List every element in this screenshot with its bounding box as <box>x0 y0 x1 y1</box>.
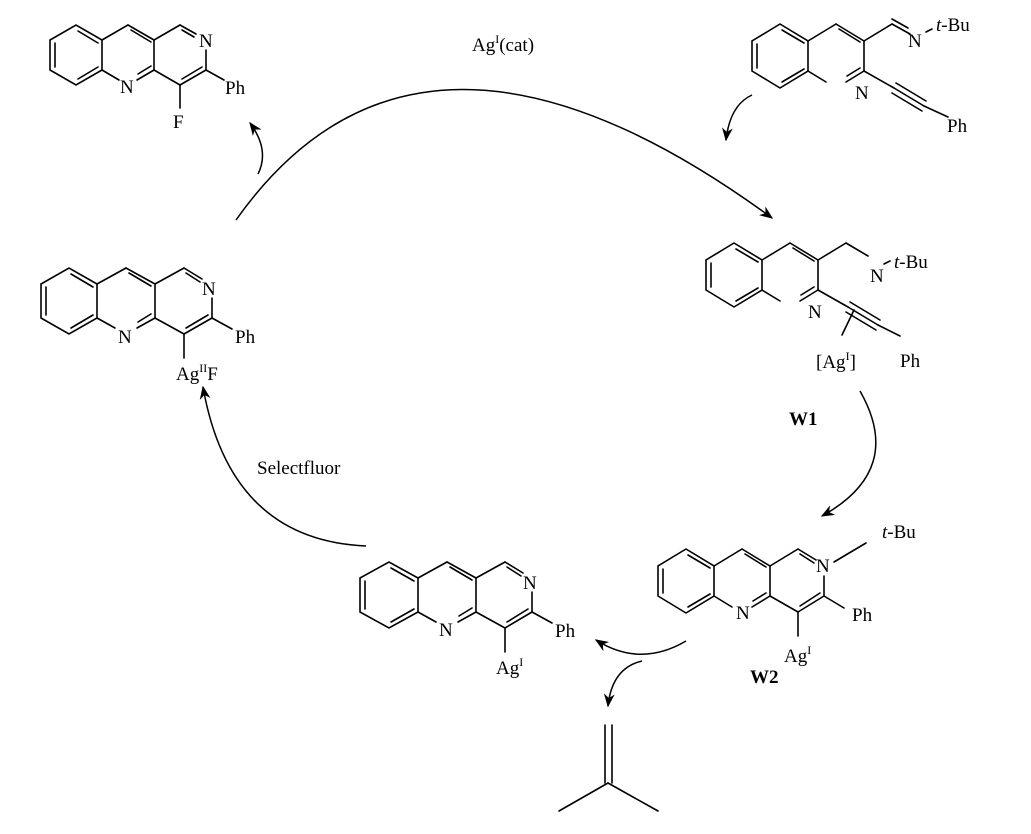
cycle-arc-top <box>235 88 774 221</box>
cycle-arc-w2-to-ag <box>594 639 687 655</box>
atom-n: N <box>870 266 884 287</box>
atom-ph: Ph <box>900 351 921 372</box>
compound-label-w1: W1 <box>789 409 818 430</box>
atom-ph: Ph <box>947 116 968 137</box>
atom-n: N <box>199 31 213 52</box>
catalyst-label: AgI(cat) <box>472 32 534 56</box>
atom-ph: Ph <box>555 621 576 642</box>
atom-n: N <box>202 279 216 300</box>
tbu-group: t-Bu <box>894 252 928 273</box>
w1-structure: N N t-Bu Ph [AgI] <box>705 242 928 373</box>
atom-n: N <box>855 83 869 104</box>
reagent-label: Selectfluor <box>257 458 341 479</box>
tbu-group: t-Bu <box>936 15 970 36</box>
silver-fluoride-structure: N N Ph AgIIF <box>40 267 256 385</box>
silver-fluoride-group: AgIIF <box>176 361 218 385</box>
atom-n: N <box>908 31 922 52</box>
svg-text:AgI(cat): AgI(cat) <box>472 32 534 56</box>
atom-n: N <box>736 603 750 624</box>
tbu-group: t-Bu <box>882 522 916 543</box>
atom-n: N <box>439 620 453 641</box>
cycle-arc-selectfluor <box>199 385 367 547</box>
silver-atom: AgI <box>784 643 811 667</box>
isobutene-structure <box>558 724 659 812</box>
atom-n: N <box>120 77 134 98</box>
atom-f: F <box>173 112 184 133</box>
compound-label-w2: W2 <box>750 667 779 688</box>
atom-ph: Ph <box>235 327 256 348</box>
silver-atom: AgI <box>496 655 523 679</box>
silver-ligand: [AgI] <box>816 349 856 373</box>
silver-naphthyridine-structure: N N Ph AgI <box>359 561 576 679</box>
atom-ph: Ph <box>225 78 246 99</box>
atom-n: N <box>523 573 537 594</box>
w2-structure: N N t-Bu Ph AgI <box>657 522 916 667</box>
atom-n: N <box>118 327 132 348</box>
atom-n: N <box>808 302 822 323</box>
cycle-arc-w1-to-w2 <box>820 390 877 517</box>
atom-ph: Ph <box>852 605 873 626</box>
cycle-arc-to-product <box>249 121 264 175</box>
atom-n: N <box>816 556 830 577</box>
starting-imine-structure: N N t-Bu Ph <box>751 15 970 137</box>
byproduct-arc <box>603 660 643 708</box>
fluoro-product-structure: N N Ph F <box>49 24 246 133</box>
entry-arc-substrate <box>722 94 753 142</box>
